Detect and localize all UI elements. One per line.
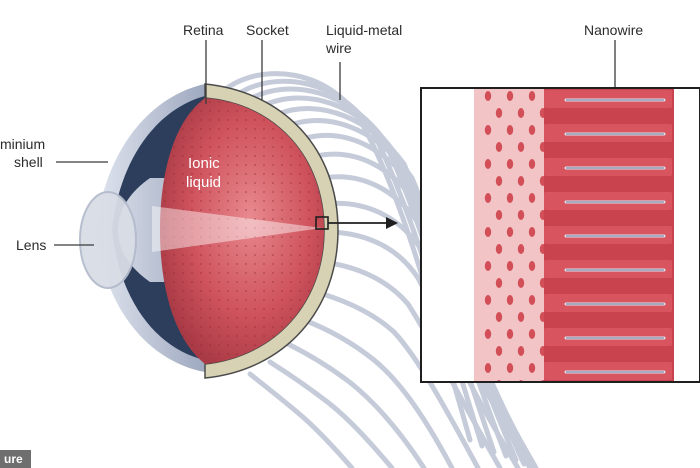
pore-dot (495, 176, 503, 186)
liquid-metal-wires (219, 71, 539, 468)
pore-dot (495, 210, 503, 220)
pore-dot (506, 159, 514, 169)
pore-dot (495, 142, 503, 152)
pore-dot (506, 363, 514, 373)
credit-label: ure (0, 450, 31, 468)
pore-dot (506, 125, 514, 135)
zoom-arrowhead (386, 217, 398, 229)
pore-dot (495, 108, 503, 118)
pore-dot (484, 159, 492, 169)
aluminium-shell-label-line2: shell (14, 154, 43, 170)
pore-dot (517, 142, 525, 152)
pore-dot (484, 125, 492, 135)
pore-dot (517, 108, 525, 118)
nanowire-label: Nanowire (584, 22, 644, 38)
pore-dot (484, 295, 492, 305)
pore-dot (528, 261, 536, 271)
pore-dot (517, 312, 525, 322)
pore-dot (528, 91, 536, 101)
ionic-liquid-label-line1: Ionic (188, 155, 220, 172)
lens-label: Lens (16, 237, 47, 253)
pore-dot (528, 329, 536, 339)
pore-dot (517, 244, 525, 254)
inset-frame (420, 87, 700, 383)
pore-dot (495, 244, 503, 254)
pore-dot (484, 261, 492, 271)
pore-dot (528, 227, 536, 237)
pore-dot (495, 278, 503, 288)
leader-lines (54, 40, 616, 246)
ionic-liquid-label-line2: liquid (186, 174, 222, 191)
pore-dot (528, 125, 536, 135)
pore-dot (528, 193, 536, 203)
pore-dot (517, 210, 525, 220)
nanowire-cell (544, 396, 672, 414)
pore-dot (484, 363, 492, 373)
magnified-inset (421, 88, 700, 414)
pore-dot (506, 261, 514, 271)
pore-dot (484, 227, 492, 237)
pore-dot (506, 227, 514, 237)
liquid-metal-wire-label-line2: wire (326, 40, 352, 56)
pore-dot (495, 346, 503, 356)
socket-label: Socket (246, 22, 289, 38)
pore-dot (484, 193, 492, 203)
lens (79, 191, 137, 289)
pore-dot (517, 176, 525, 186)
pore-dot (528, 159, 536, 169)
pore-dots (484, 91, 547, 382)
pore-dot (495, 312, 503, 322)
nanowire-array (544, 90, 672, 414)
aluminium-shell-label-line1: minium (0, 136, 46, 152)
pore-dot (528, 363, 536, 373)
liquid-metal-wire-label-line1: Liquid-metal (326, 22, 403, 38)
pore-dot (484, 329, 492, 339)
retina-label: Retina (183, 22, 224, 38)
retina-hemisphere (152, 98, 324, 364)
pore-dot (517, 278, 525, 288)
pore-dot (506, 295, 514, 305)
pore-dot (506, 193, 514, 203)
pore-dot (528, 295, 536, 305)
pore-dot (484, 91, 492, 101)
pore-dot (506, 329, 514, 339)
pore-dot (517, 346, 525, 356)
pore-dot (506, 91, 514, 101)
